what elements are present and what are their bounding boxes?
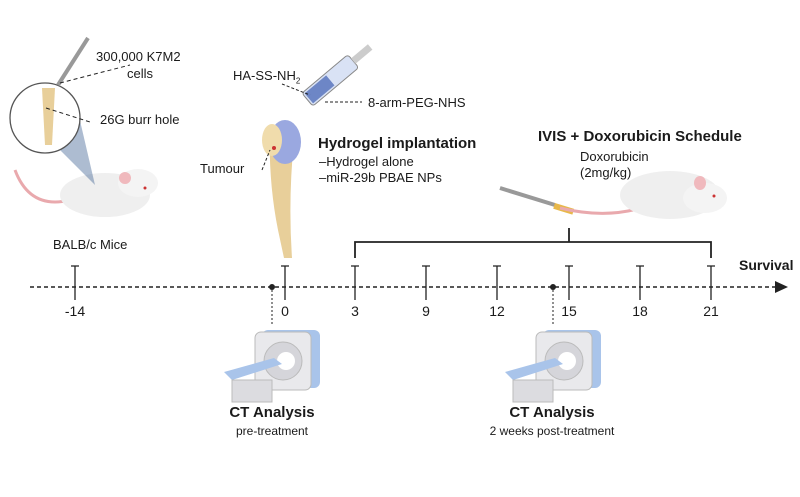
- schedule-title: IVIS + Doxorubicin Schedule: [538, 128, 742, 145]
- tick-label: 9: [422, 303, 430, 319]
- timeline-tick: [493, 265, 501, 300]
- ct-scanner-icon: [505, 330, 601, 403]
- ct2-title: CT Analysis: [509, 404, 595, 421]
- mouse-strain-label: BALB/c Mice: [53, 237, 128, 252]
- tick-label: 18: [632, 303, 648, 319]
- peg-label: 8-arm-PEG-NHS: [368, 95, 466, 110]
- timeline-ticks: [71, 265, 715, 300]
- timeline-tick: [351, 265, 359, 300]
- ct2-subtitle: 2 weeks post-treatment: [489, 424, 615, 438]
- timeline-tick: [422, 265, 430, 300]
- hydrogel-implant-illustration: [261, 44, 373, 258]
- dose-label: (2mg/kg): [580, 165, 632, 180]
- tick-label: 15: [561, 303, 577, 319]
- timeline-arrowhead: [775, 281, 788, 293]
- tick-label: 21: [703, 303, 719, 319]
- cells-label-line2: cells: [127, 66, 154, 81]
- ct1-subtitle: pre-treatment: [235, 424, 309, 438]
- ct-marker-dot: [550, 284, 556, 290]
- ct-marker-dot: [269, 284, 275, 290]
- tick-label: -14: [64, 303, 86, 319]
- hydrogel-item-1: –Hydrogel alone: [319, 154, 414, 169]
- timeline-end-label: Survival: [739, 257, 794, 273]
- timeline-tick: [707, 265, 715, 300]
- ha-label-text: HA-SS-NH: [233, 68, 296, 83]
- drug-label: Doxorubicin: [580, 149, 649, 164]
- ha-ss-nh2-label: HA-SS-NH2: [233, 68, 301, 86]
- ct1-title: CT Analysis: [229, 404, 315, 421]
- tumour-label: Tumour: [200, 161, 245, 176]
- cells-label: 300,000 K7M2: [96, 49, 181, 64]
- mouse-with-syringe-illustration: [499, 171, 727, 219]
- tick-label: 12: [489, 303, 505, 319]
- mouse-illustration: [9, 36, 158, 217]
- timeline-tick: [71, 265, 79, 300]
- burr-hole-label: 26G burr hole: [100, 112, 180, 127]
- dosing-bracket: [354, 228, 712, 258]
- hydrogel-title: Hydrogel implantation: [318, 135, 477, 152]
- timeline-tick: [565, 265, 573, 300]
- ct-scanner-icon: [224, 330, 320, 403]
- timeline-tick: [636, 265, 644, 300]
- tick-label: 0: [281, 303, 289, 319]
- ha-label-subscript: 2: [295, 76, 301, 86]
- hydrogel-item-2: –miR-29b PBAE NPs: [319, 170, 442, 185]
- timeline-tick: [281, 265, 289, 300]
- tick-label: 3: [351, 303, 359, 319]
